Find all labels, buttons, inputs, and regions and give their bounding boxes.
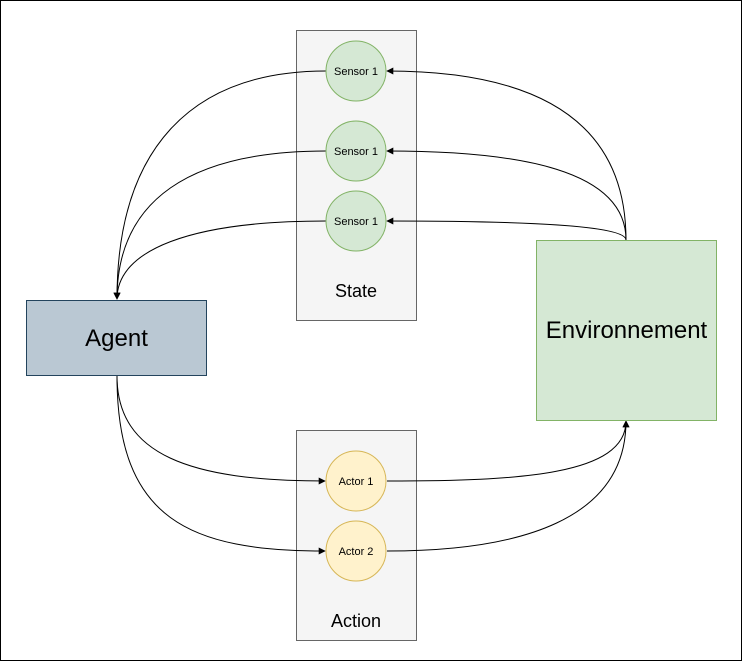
edge-agent-actor-1: [116, 375, 326, 485]
edge-sensor-1-agent: [113, 70, 327, 300]
sensor-node: Sensor 1: [325, 40, 387, 102]
edge-sensor-3-agent: [113, 220, 327, 300]
edge-env-sensor-3: [386, 217, 627, 241]
sensor-label: Sensor 1: [334, 66, 378, 78]
edge-sensor-2-agent: [113, 150, 327, 300]
actor-node: Actor 2: [325, 520, 387, 582]
state-to-agent-edges: [113, 70, 327, 300]
environment-label: Environnement: [546, 317, 708, 344]
action-label: Action: [331, 611, 381, 631]
edge-actor-2-env: [386, 420, 630, 552]
action-to-environment-edges: [386, 420, 630, 552]
actor-label: Actor 1: [339, 476, 374, 488]
state-label: State: [335, 281, 377, 301]
actor-label: Actor 2: [339, 546, 374, 558]
sensor-label: Sensor 1: [334, 216, 378, 228]
agent-to-action-edges: [116, 375, 326, 555]
edge-actor-1-env: [386, 420, 630, 482]
sensor-label: Sensor 1: [334, 146, 378, 158]
sensor-node: Sensor 1: [325, 190, 387, 252]
edge-env-sensor-2: [386, 147, 627, 241]
edge-agent-actor-2: [116, 375, 326, 555]
agent-box: [26, 300, 207, 376]
edge-env-sensor-1: [386, 67, 627, 241]
environment-node: Environnement: [536, 240, 717, 421]
actor-node: Actor 1: [325, 450, 387, 512]
agent-node: Agent: [26, 300, 207, 376]
sensor-node: Sensor 1: [325, 120, 387, 182]
environment-to-state-edges: [386, 67, 627, 241]
environment-box: [536, 240, 717, 421]
agent-label: Agent: [85, 325, 148, 352]
